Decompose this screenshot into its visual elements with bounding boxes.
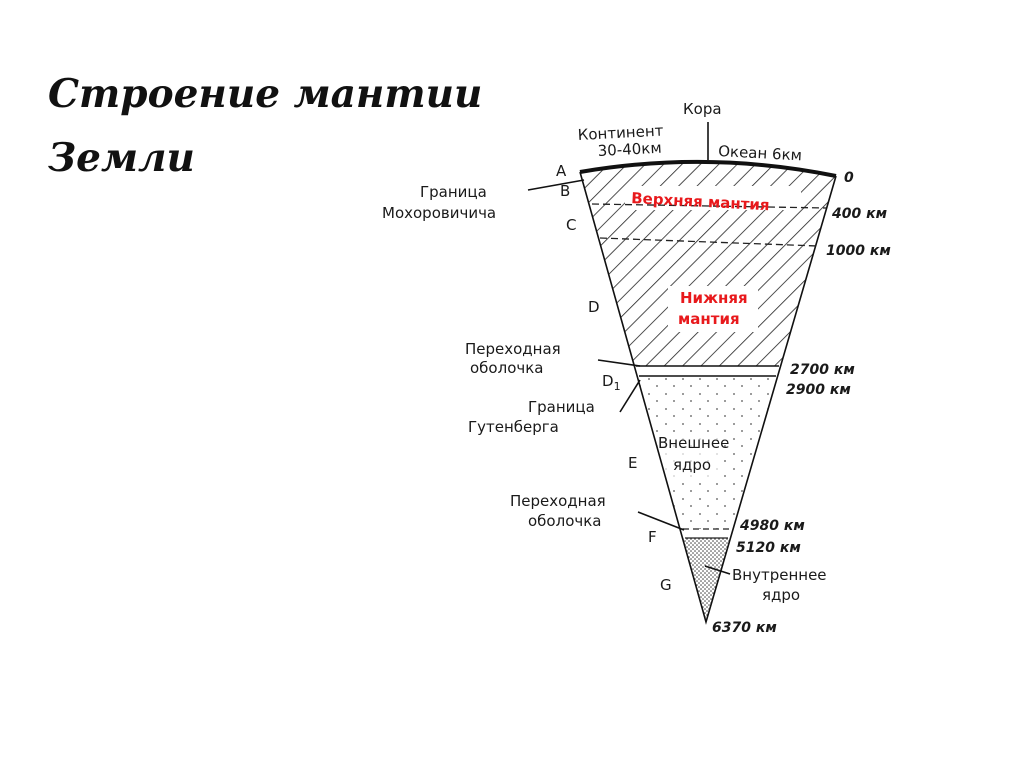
letter-d1-sub: 1	[614, 380, 621, 393]
inner-core-label-2: ядро	[762, 586, 800, 604]
transition2-label-1: Переходная	[510, 492, 606, 510]
outer-core-label-1: Внешнее	[658, 434, 729, 452]
mantle-hatch	[560, 140, 860, 372]
letter-a: A	[556, 162, 567, 180]
outer-core-label-2: ядро	[673, 456, 711, 474]
depth-5120: 5120 км	[736, 540, 801, 556]
depth-0: 0	[844, 170, 854, 186]
depth-4980: 4980 км	[739, 518, 805, 534]
letter-c: C	[566, 216, 576, 234]
depth-2700: 2700 км	[790, 362, 855, 378]
letter-f: F	[648, 528, 657, 546]
depth-1000: 1000 км	[826, 243, 891, 259]
transition1-label-1: Переходная	[465, 340, 561, 358]
continent-label-2: 30-40км	[597, 139, 662, 160]
gutenberg-label-1: Граница	[528, 398, 595, 416]
crust-label: Кора	[683, 100, 722, 118]
letter-d1: D1	[602, 372, 621, 393]
letter-e: E	[628, 454, 637, 472]
depth-400: 400 км	[831, 206, 887, 222]
transition2-label-2: оболочка	[528, 512, 601, 530]
letter-d: D	[588, 298, 600, 316]
transition1-label-2: оболочка	[470, 359, 543, 377]
moho-label-1: Граница	[420, 183, 487, 201]
moho-label-2: Мохоровичича	[382, 204, 496, 222]
depth-6370: 6370 км	[712, 620, 777, 636]
lower-mantle-label-1: Нижняя	[680, 289, 748, 307]
letter-d1-main: D	[602, 372, 614, 390]
depth-2900: 2900 км	[786, 382, 851, 398]
moho-pointer	[528, 180, 584, 190]
lower-mantle-label-2: мантия	[678, 310, 740, 328]
inner-core-label-1: Внутреннее	[732, 566, 827, 584]
gutenberg-label-2: Гутенберга	[468, 418, 559, 436]
letter-g: G	[660, 576, 672, 594]
gutenberg-pointer	[620, 380, 640, 412]
letter-b: B	[560, 182, 570, 200]
